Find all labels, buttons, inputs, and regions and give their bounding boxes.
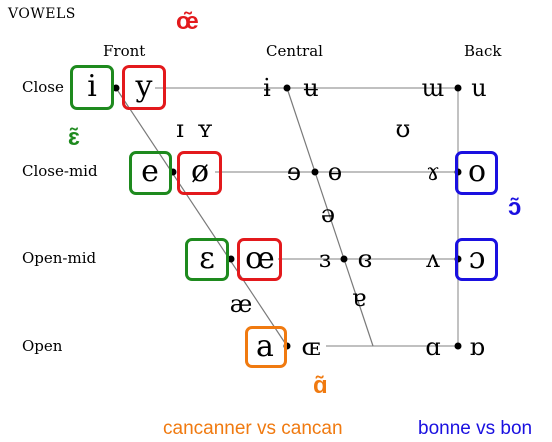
dot-open-mid-central (340, 255, 348, 263)
highlight-box-e (129, 151, 172, 195)
dot-close-central (283, 84, 291, 92)
vowel-o-slash: ø (190, 154, 210, 189)
vowel-turned-a: ɐ (351, 284, 367, 312)
vowel-small-cap-oe: ɶ (301, 333, 321, 361)
column-label-front: Front (103, 42, 146, 60)
vowel-oe-ligature: œ (245, 241, 275, 276)
vowel-reversed-open-e: ɜ (318, 245, 332, 273)
row-label-close: Close (22, 78, 64, 96)
nasal-label-open: ɑ̃ (313, 372, 328, 399)
vowel-turned-script-a: ɒ (469, 333, 485, 361)
highlight-box-y (122, 65, 166, 110)
vowel-barred-i: ɨ (263, 74, 271, 102)
vowel-small-cap-y: ʏ (197, 115, 213, 143)
dot-close-back (454, 84, 462, 92)
vowel-open-e: ɛ (199, 241, 215, 276)
row-label-open-mid: Open-mid (22, 249, 97, 267)
column-label-back: Back (464, 42, 502, 60)
vowel-o: o (467, 154, 487, 189)
nasal-label-front-rounded: œ̃ (176, 8, 199, 35)
row-label-open: Open (22, 337, 63, 355)
highlight-box-open-e (185, 238, 229, 281)
front-edge-line (115, 87, 288, 347)
row-label-close-mid: Close-mid (22, 162, 98, 180)
vowel-reversed-e: ɘ (286, 158, 302, 186)
vowel-e: e (141, 154, 159, 189)
nasal-label-front-unrounded: ɛ̃ (68, 124, 80, 151)
vowel-upsilon: ʊ (395, 115, 411, 143)
dot-open-back (454, 342, 462, 350)
caption-right: bonne vs bon (418, 418, 533, 439)
vowel-small-cap-i: ɪ (176, 115, 184, 143)
vowel-script-a: ɑ (425, 333, 441, 361)
highlight-box-o (455, 151, 498, 195)
highlight-box-oe-ligature (237, 238, 282, 281)
vowel-open-o: ɔ (468, 241, 486, 276)
highlight-box-open-o (455, 238, 498, 281)
vowel-schwa: ə (320, 200, 336, 228)
vowel-y: y (135, 69, 153, 104)
nasal-label-back-rounded: ɔ̃ (508, 194, 522, 221)
highlight-box-oe-slash (177, 151, 222, 195)
dot-open-mid-front (227, 255, 235, 263)
vowel-a: a (256, 329, 274, 364)
highlight-box-i (70, 65, 114, 110)
dot-close-front (112, 84, 120, 92)
vowel-barred-o: ɵ (327, 158, 343, 186)
vowel-turned-v: ʌ (426, 245, 440, 273)
vowel-closed-reversed-open-e: ɞ (357, 245, 373, 273)
vowel-turned-m: ɯ (421, 74, 445, 102)
vowel-rams-horn: ɤ (426, 158, 440, 186)
chart-title: VOWELS (8, 6, 76, 22)
caption-left: cancanner vs cancan (163, 418, 343, 439)
vowel-ash: æ (229, 290, 253, 318)
vowel-barred-u: ʉ (303, 74, 319, 102)
central-edge-line (286, 87, 374, 347)
highlight-box-a (245, 326, 287, 368)
column-label-central: Central (266, 42, 323, 60)
dot-close-mid-central (311, 168, 319, 176)
vowel-u: u (471, 74, 487, 102)
vowel-i: i (87, 69, 97, 104)
